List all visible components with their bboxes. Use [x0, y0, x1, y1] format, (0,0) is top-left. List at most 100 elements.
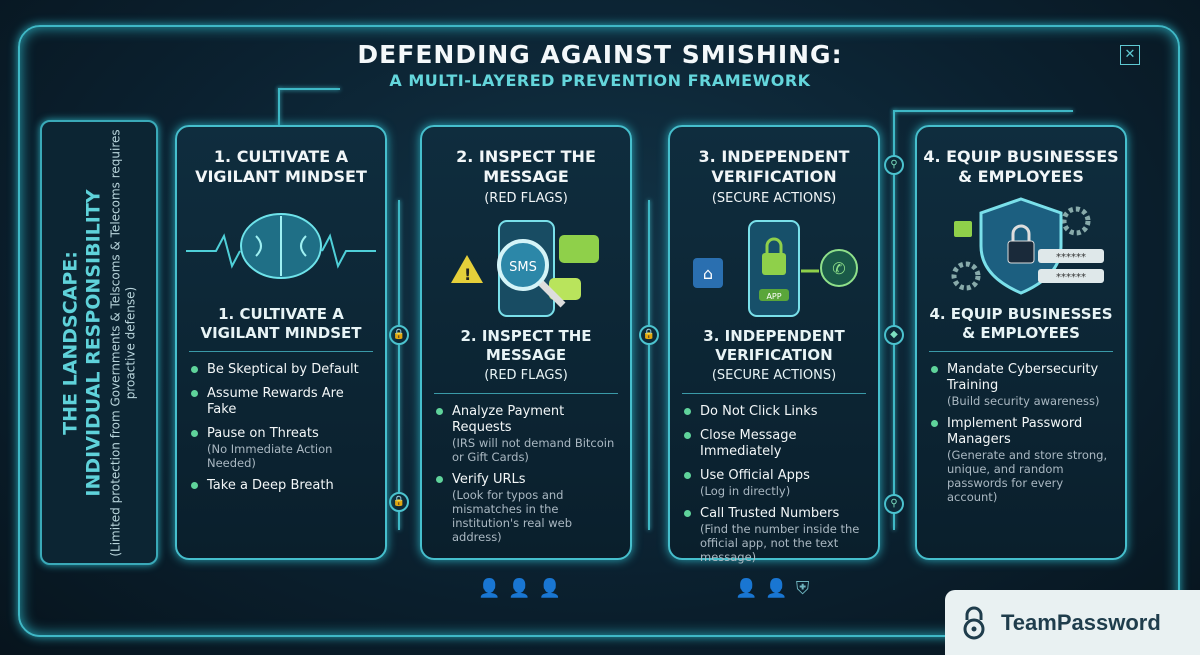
sms-magnifier-icon: ! SMS [422, 209, 630, 327]
card-mindset: 1. Cultivate a Vigilant Mindset 1. Culti… [175, 125, 387, 560]
list-item: Implement Password Managers(Generate and… [929, 416, 1117, 504]
key-node-icon: ⚲ [884, 494, 904, 514]
list-item: Call Trusted Numbers(Find the number ins… [682, 506, 870, 564]
item-label: Use Official Apps [700, 468, 810, 483]
heading-sub: (Secure Actions) [711, 368, 837, 383]
divider [682, 393, 866, 394]
close-icon[interactable]: ✕ [1120, 45, 1140, 65]
heading-sub: (Red Flags) [484, 191, 568, 206]
item-note: (Build security awareness) [947, 394, 1100, 408]
list-item: Assume Rewards Are Fake [189, 386, 377, 418]
heading-sub: (Secure Actions) [711, 191, 837, 206]
connector [278, 88, 280, 125]
teampassword-logo-icon [963, 606, 985, 639]
item-note: (Generate and store strong, unique, and … [947, 448, 1108, 504]
list-item: Use Official Apps(Log in directly) [682, 468, 870, 498]
svg-text:!: ! [464, 265, 471, 284]
person-icon: 👤 [735, 578, 758, 599]
landscape-panel: THE LANDSCAPE: INDIVIDUAL RESPONSIBILITY… [40, 120, 158, 565]
card-subheading: 3. Independent Verification (Secure Actio… [670, 327, 878, 385]
app-label: APP [766, 292, 781, 301]
password-field-1: ****** [1056, 252, 1086, 263]
person-icon: 👤 [538, 578, 562, 599]
bullet-list: Do Not Click Links Close Message Immedia… [670, 404, 878, 564]
heading-text: 3. Independent Verification [703, 327, 845, 364]
divider [434, 393, 618, 394]
list-item: Be Skeptical by Default [189, 362, 377, 378]
list-item: Mandate Cybersecurity Training(Build sec… [929, 362, 1117, 408]
item-label: Take a Deep Breath [207, 478, 334, 493]
lock-node-icon: 🔒 [389, 492, 409, 512]
bullet-list: Analyze Payment Requests(IRS will not de… [422, 404, 630, 544]
item-label: Do Not Click Links [700, 404, 818, 419]
person-icon: 👤 [765, 578, 788, 599]
people-icons: 👤 👤 ⛨ [735, 578, 809, 599]
heading-text: 3. Independent Verification [698, 147, 850, 186]
card-heading: 3. Independent Verification (Secure Actio… [670, 147, 878, 209]
item-note: (IRS will not demand Bitcoin or Gift Car… [452, 436, 615, 464]
shield-icon: ⛨ [795, 578, 810, 599]
divider [189, 351, 373, 352]
item-label: Pause on Threats [207, 426, 319, 441]
bullet-list: Mandate Cybersecurity Training(Build sec… [917, 362, 1125, 504]
heading-text: 2. Inspect the Message [456, 147, 596, 186]
item-note: (Log in directly) [700, 484, 791, 498]
key-node-icon: ⚲ [884, 155, 904, 175]
item-label: Assume Rewards Are Fake [207, 386, 344, 417]
title-line2: A MULTI-LAYERED PREVENTION FRAMEWORK [389, 71, 811, 90]
sms-label: SMS [509, 260, 537, 275]
item-label: Verify URLs [452, 472, 526, 487]
landscape-note: (Limited protection from Governments & T… [108, 128, 138, 557]
card-inspect: 2. Inspect the Message (Red Flags) ! SMS 2… [420, 125, 632, 560]
connector [398, 200, 400, 530]
brand-badge: TeamPassword [945, 590, 1200, 655]
svg-text:✆: ✆ [832, 259, 845, 278]
lock-node-icon: 🔒 [389, 325, 409, 345]
connector [278, 88, 340, 90]
item-label: Call Trusted Numbers [700, 506, 840, 521]
brand-name: TeamPassword [1001, 609, 1161, 635]
shield-node-icon: ◆ [884, 325, 904, 345]
card-heading: 2. Inspect the Message (Red Flags) [422, 147, 630, 209]
landscape-heading: THE LANDSCAPE: [59, 250, 82, 435]
card-businesses: 4. Equip Businesses & Employees ********… [915, 125, 1127, 560]
phone-lock-icon: ⌂ APP ✆ [670, 209, 878, 327]
title-line1: Defending Against Smishing: [357, 40, 843, 69]
shield-lock-icon: ****** ****** [917, 187, 1125, 305]
card-subheading: 4. Equip Businesses & Employees [929, 305, 1113, 342]
connector [893, 110, 895, 530]
connector [648, 200, 650, 530]
list-item: Take a Deep Breath [189, 478, 377, 494]
heading-sub: (Red Flags) [484, 368, 568, 383]
svg-text:⌂: ⌂ [703, 264, 713, 283]
card-heading: 1. Cultivate a Vigilant Mindset [195, 147, 367, 186]
heading-text: 2. Inspect the Message [460, 327, 592, 364]
person-icon: 👤 [508, 578, 531, 599]
people-icons: 👤 👤 👤 [478, 578, 561, 599]
lock-node-icon: 🔒 [639, 325, 659, 345]
list-item: Verify URLs(Look for typos and mismatche… [434, 472, 622, 544]
list-item: Do Not Click Links [682, 404, 870, 420]
divider [929, 351, 1113, 352]
list-item: Pause on Threats(No Immediate Action Nee… [189, 426, 377, 470]
list-item: Close Message Immediately [682, 428, 870, 460]
item-label: Mandate Cybersecurity Training [947, 362, 1099, 393]
list-item: Analyze Payment Requests(IRS will not de… [434, 404, 622, 464]
person-icon: 👤 [478, 578, 501, 599]
item-note: (No Immediate Action Needed) [207, 442, 333, 470]
card-subheading: 1. Cultivate a Vigilant Mindset [200, 305, 362, 342]
password-field-2: ****** [1056, 272, 1086, 283]
item-label: Close Message Immediately [700, 428, 797, 459]
item-label: Be Skeptical by Default [207, 362, 359, 377]
card-verification: 3. Independent Verification (Secure Actio… [668, 125, 880, 564]
item-note: (Look for typos and mismatches in the in… [452, 488, 573, 544]
landscape-heading2: INDIVIDUAL RESPONSIBILITY [82, 188, 105, 497]
brain-icon [177, 187, 385, 305]
card-heading: 4. Equip Businesses & Employees [923, 147, 1119, 186]
bullet-list: Be Skeptical by Default Assume Rewards A… [177, 362, 385, 494]
card-subheading: 2. Inspect the Message (Red Flags) [422, 327, 630, 385]
page-title: Defending Against Smishing: A MULTI-LAYE… [340, 40, 860, 90]
item-note: (Find the number inside the official app… [700, 522, 860, 564]
connector [893, 110, 1073, 112]
item-label: Implement Password Managers [947, 416, 1083, 447]
